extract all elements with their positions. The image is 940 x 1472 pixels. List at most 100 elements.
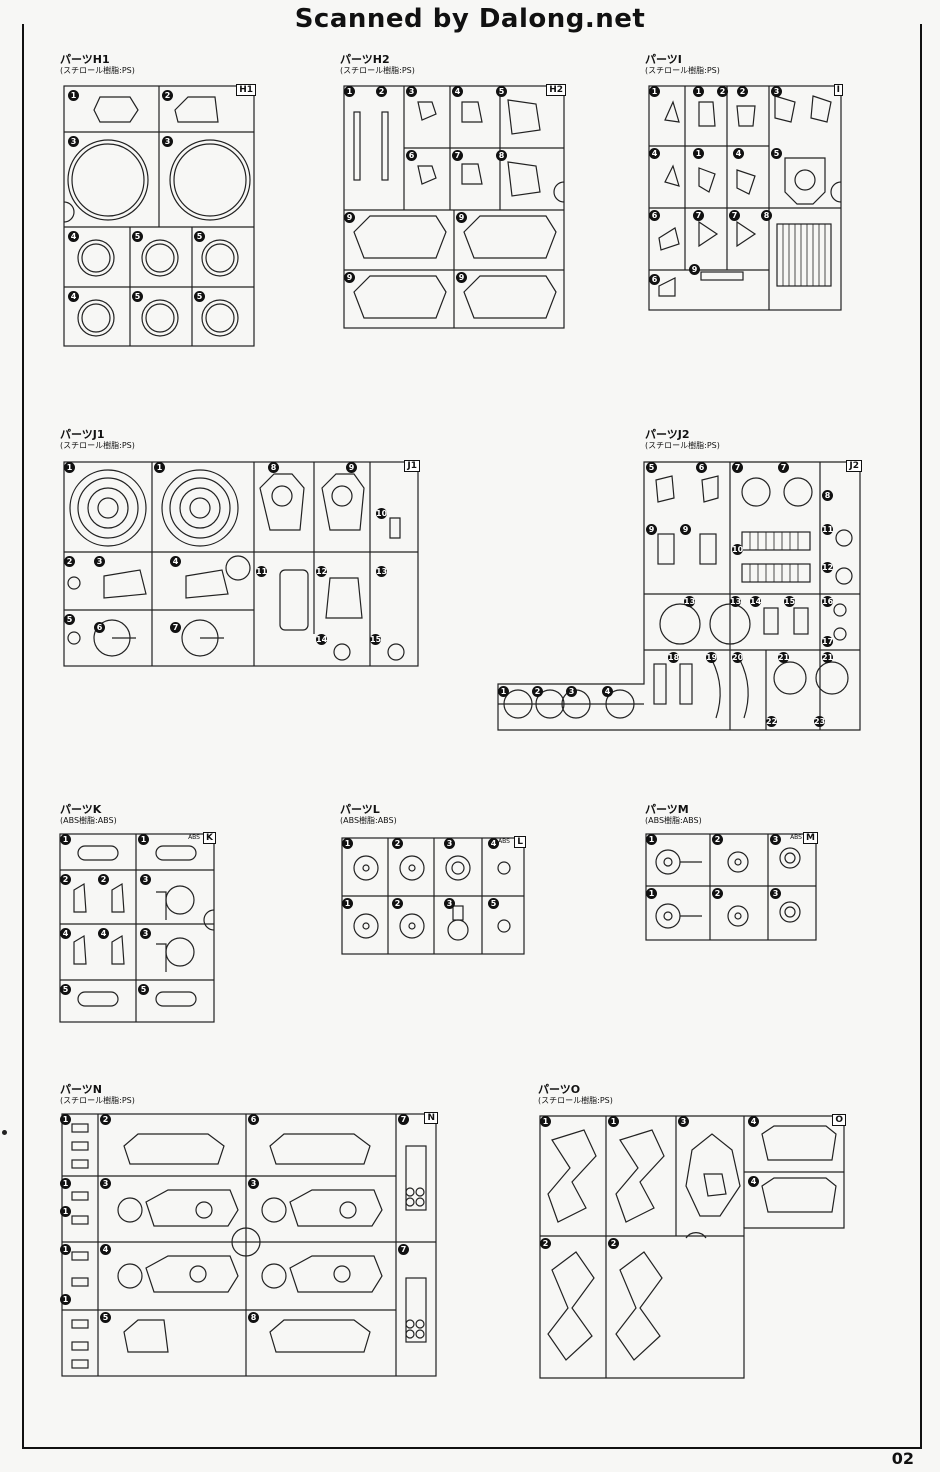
part-number: 3 bbox=[444, 898, 455, 909]
part-number: 9 bbox=[646, 524, 657, 535]
part-number: 4 bbox=[60, 928, 71, 939]
panel-header-j2: パーツJ2 (スチロール樹脂:PS) bbox=[645, 428, 720, 451]
part-number: 22 bbox=[766, 716, 778, 727]
part-number: 5 bbox=[646, 462, 657, 473]
part-number: 9 bbox=[344, 212, 355, 223]
panel-title: パーツH2 bbox=[340, 53, 390, 66]
sprue-corner-label: H2 bbox=[546, 84, 566, 96]
sprue-corner-label: K bbox=[203, 832, 216, 844]
part-number: 3 bbox=[444, 838, 455, 849]
sprue-m-drawing bbox=[645, 833, 817, 941]
panel-header-m: パーツM (ABS樹脂:ABS) bbox=[645, 803, 702, 826]
part-number: 2 bbox=[162, 90, 173, 101]
panel-material: (ABS樹脂:ABS) bbox=[60, 816, 117, 825]
part-number: 5 bbox=[488, 898, 499, 909]
panel-material: (スチロール樹脂:PS) bbox=[340, 66, 415, 75]
part-number: 2 bbox=[712, 888, 723, 899]
panel-title: パーツJ1 bbox=[60, 428, 105, 441]
part-number: 1 bbox=[344, 86, 355, 97]
panel-title: パーツO bbox=[538, 1083, 581, 1096]
panel-material: (スチロール樹脂:PS) bbox=[60, 1096, 135, 1105]
part-number: 2 bbox=[60, 874, 71, 885]
scan-banner: Scanned by Dalong.net bbox=[294, 4, 646, 34]
part-number: 5 bbox=[100, 1312, 111, 1323]
part-number: 3 bbox=[94, 556, 105, 567]
part-number: 7 bbox=[452, 150, 463, 161]
part-number: 11 bbox=[822, 524, 834, 535]
panel-material: (スチロール樹脂:PS) bbox=[645, 441, 720, 450]
part-number: 7 bbox=[398, 1244, 409, 1255]
part-number: 4 bbox=[68, 291, 79, 302]
part-number: 8 bbox=[248, 1312, 259, 1323]
sprue-n: N 1 2 6 7 1 3 1 3 1 4 7 1 5 8 bbox=[58, 1110, 440, 1380]
sprue-corner-label: H1 bbox=[236, 84, 256, 96]
part-number: 9 bbox=[346, 462, 357, 473]
part-number: 3 bbox=[678, 1116, 689, 1127]
panel-title: パーツK bbox=[60, 803, 102, 816]
sprue-o: O 1 1 3 4 4 2 2 bbox=[536, 1112, 848, 1382]
part-number: 7 bbox=[398, 1114, 409, 1125]
part-number: 4 bbox=[100, 1244, 111, 1255]
panel-title: パーツH1 bbox=[60, 53, 110, 66]
abs-tag: ABS bbox=[790, 834, 802, 841]
panel-header-h1: パーツH1 (スチロール樹脂:PS) bbox=[60, 53, 135, 76]
sprue-j2: J2 5 6 7 7 8 9 9 10 11 12 13 13 14 15 16… bbox=[494, 458, 864, 734]
part-number: 3 bbox=[406, 86, 417, 97]
part-number: 15 bbox=[370, 634, 382, 645]
part-number: 7 bbox=[732, 462, 743, 473]
sprue-k: K ABS 1 1 2 2 3 4 4 3 5 5 bbox=[56, 830, 218, 1026]
sprue-corner-label: L bbox=[514, 836, 526, 848]
sprue-j1-drawing bbox=[63, 461, 419, 667]
panel-title: パーツM bbox=[645, 803, 689, 816]
part-number: 9 bbox=[456, 272, 467, 283]
part-number: 13 bbox=[376, 566, 388, 577]
part-number: 6 bbox=[94, 622, 105, 633]
part-number: 4 bbox=[488, 838, 499, 849]
sprue-n-drawing bbox=[61, 1113, 437, 1377]
part-number: 5 bbox=[132, 291, 143, 302]
part-number: 2 bbox=[532, 686, 543, 697]
part-number: 5 bbox=[60, 984, 71, 995]
part-number: 20 bbox=[732, 652, 744, 663]
part-number: 3 bbox=[566, 686, 577, 697]
part-number: 8 bbox=[496, 150, 507, 161]
part-number: 1 bbox=[60, 1244, 71, 1255]
sprue-j1: J1 1 1 8 9 10 2 3 4 11 12 13 5 6 7 14 15 bbox=[60, 458, 422, 670]
panel-header-o: パーツO (スチロール樹脂:PS) bbox=[538, 1083, 613, 1106]
part-number: 11 bbox=[256, 566, 268, 577]
part-number: 5 bbox=[138, 984, 149, 995]
panel-header-i: パーツI (スチロール樹脂:PS) bbox=[645, 53, 720, 76]
sprue-corner-label: O bbox=[832, 1114, 846, 1126]
part-number: 1 bbox=[608, 1116, 619, 1127]
sprue-h1: H1 1 2 3 3 4 5 5 4 5 5 bbox=[60, 82, 258, 350]
punch-mark bbox=[2, 1130, 7, 1135]
part-number: 12 bbox=[822, 562, 834, 573]
panel-material: (スチロール樹脂:PS) bbox=[645, 66, 720, 75]
part-number: 7 bbox=[693, 210, 704, 221]
part-number: 9 bbox=[680, 524, 691, 535]
sprue-k-drawing bbox=[59, 833, 215, 1023]
part-number: 21 bbox=[822, 652, 834, 663]
part-number: 4 bbox=[602, 686, 613, 697]
panel-material: (スチロール樹脂:PS) bbox=[60, 441, 135, 450]
part-number: 3 bbox=[771, 86, 782, 97]
sprue-l: L ABS 1 2 3 4 1 2 3 5 bbox=[338, 834, 528, 958]
panel-header-j1: パーツJ1 (スチロール樹脂:PS) bbox=[60, 428, 135, 451]
panel-material: (ABS樹脂:ABS) bbox=[645, 816, 702, 825]
part-number: 2 bbox=[392, 898, 403, 909]
panel-title: パーツJ2 bbox=[645, 428, 690, 441]
part-number: 13 bbox=[730, 596, 742, 607]
part-number: 6 bbox=[406, 150, 417, 161]
part-number: 1 bbox=[646, 888, 657, 899]
part-number: 13 bbox=[684, 596, 696, 607]
part-number: 7 bbox=[778, 462, 789, 473]
part-number: 2 bbox=[608, 1238, 619, 1249]
part-number: 19 bbox=[706, 652, 718, 663]
part-number: 7 bbox=[170, 622, 181, 633]
sprue-corner-label: N bbox=[424, 1112, 438, 1124]
part-number: 4 bbox=[170, 556, 181, 567]
page-number: 02 bbox=[891, 1449, 914, 1468]
panel-title: パーツL bbox=[340, 803, 380, 816]
part-number: 23 bbox=[814, 716, 826, 727]
sprue-i: I 1 1 2 2 3 4 1 4 5 6 7 7 8 9 6 bbox=[645, 82, 845, 314]
